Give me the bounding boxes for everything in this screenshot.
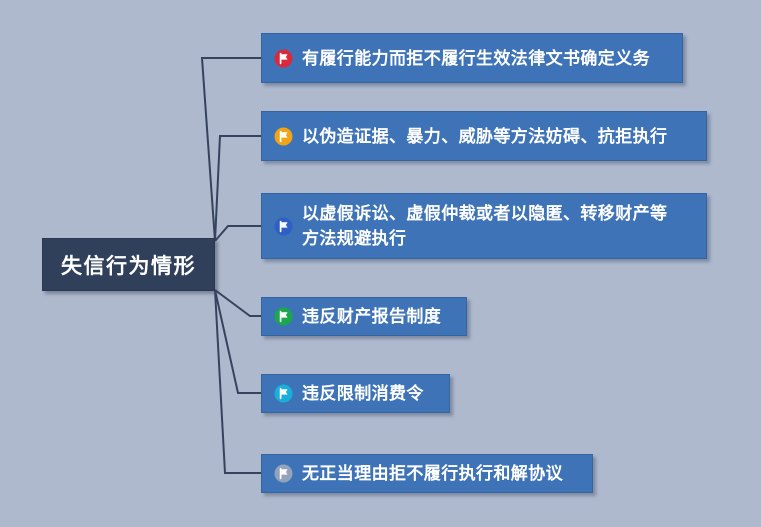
flag-icon — [274, 384, 293, 403]
root-node[interactable]: 失信行为情形 — [42, 238, 215, 291]
flag-icon — [274, 49, 293, 68]
branch-node-5[interactable]: 违反限制消费令 — [261, 374, 450, 413]
connector-line-2 — [214, 135, 261, 242]
flag-icon — [274, 127, 293, 146]
branch-node-4-label: 违反财产报告制度 — [302, 307, 442, 326]
branch-node-2-label: 以伪造证据、暴力、威胁等方法妨碍、抗拒执行 — [302, 126, 668, 146]
flag-icon — [274, 217, 293, 236]
branch-node-6[interactable]: 无正当理由拒不履行执行和解协议 — [261, 454, 593, 493]
branch-node-5-label: 违反限制消费令 — [302, 384, 424, 403]
branch-node-1[interactable]: 有履行能力而拒不履行生效法律文书确定义务 — [261, 33, 683, 83]
branch-node-3-label: 以虚假诉讼、虚假仲裁或者以隐匿、转移财产等 方法规避执行 — [302, 204, 668, 248]
flag-icon — [274, 464, 293, 483]
branch-node-2[interactable]: 以伪造证据、暴力、威胁等方法妨碍、抗拒执行 — [261, 111, 707, 161]
root-node-label: 失信行为情形 — [61, 254, 196, 278]
connector-line-1 — [200, 57, 261, 242]
connector-line-4 — [214, 289, 261, 317]
branch-node-6-label: 无正当理由拒不履行执行和解协议 — [302, 464, 563, 483]
connector-line-3 — [214, 225, 261, 242]
branch-node-3[interactable]: 以虚假诉讼、虚假仲裁或者以隐匿、转移财产等 方法规避执行 — [261, 193, 707, 259]
flag-icon — [274, 307, 293, 326]
connector-line-6 — [214, 289, 261, 474]
branch-node-4[interactable]: 违反财产报告制度 — [261, 297, 467, 336]
connector-line-5 — [214, 289, 261, 394]
branch-node-1-label: 有履行能力而拒不履行生效法律文书确定义务 — [302, 48, 650, 68]
